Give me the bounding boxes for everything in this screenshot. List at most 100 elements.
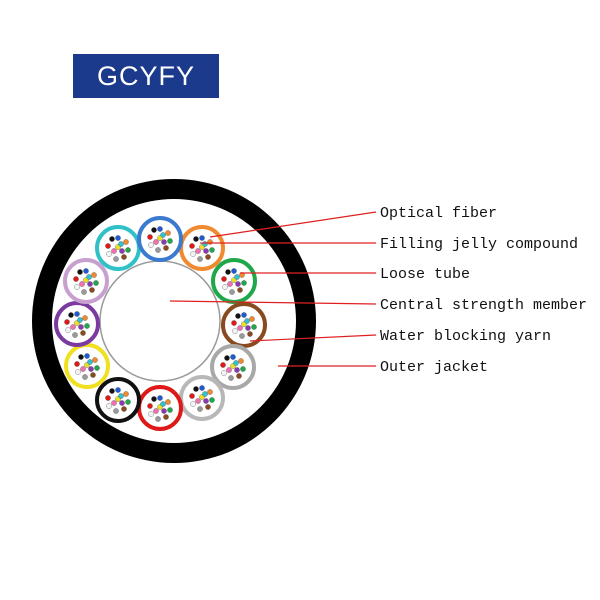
optical-fiber: [227, 281, 233, 287]
optical-fiber: [207, 389, 213, 395]
optical-fiber: [91, 272, 97, 278]
optical-fiber: [82, 374, 88, 380]
optical-fiber: [224, 355, 230, 361]
optical-fiber: [221, 370, 227, 376]
optical-fiber: [92, 357, 98, 363]
optical-fiber: [207, 239, 213, 245]
optical-fiber: [202, 241, 208, 247]
optical-fiber: [205, 404, 211, 410]
optical-fiber: [125, 399, 131, 405]
loose-tube: [221, 302, 267, 348]
leader-line-central-strength-member: [169, 300, 377, 305]
optical-fiber: [209, 247, 215, 253]
callout-label-outer-jacket: Outer jacket: [380, 359, 488, 376]
optical-fiber: [236, 373, 242, 379]
optical-fiber: [193, 236, 199, 242]
optical-fiber: [161, 239, 167, 245]
optical-fiber: [220, 362, 226, 368]
optical-fiber: [118, 241, 124, 247]
optical-fiber: [155, 416, 161, 422]
optical-fiber: [88, 366, 94, 372]
loose-tube: [211, 258, 257, 304]
optical-fiber: [115, 387, 121, 393]
optical-fiber: [189, 393, 195, 399]
optical-fiber: [235, 313, 241, 319]
optical-fiber: [121, 254, 127, 260]
optical-fiber: [160, 232, 166, 238]
loose-tube: [95, 225, 141, 271]
optical-fiber: [240, 366, 246, 372]
optical-fiber: [87, 359, 93, 365]
optical-fiber: [197, 406, 203, 412]
optical-fiber: [197, 256, 203, 262]
optical-fiber: [119, 400, 125, 406]
optical-fiber: [111, 248, 117, 254]
optical-fiber: [90, 372, 96, 378]
optical-fiber: [245, 325, 251, 331]
optical-fiber: [106, 403, 112, 409]
optical-fiber: [238, 358, 244, 364]
optical-fiber: [148, 242, 154, 248]
optical-fiber: [73, 276, 79, 282]
optical-fiber: [233, 360, 239, 366]
optical-fiber: [167, 407, 173, 413]
optical-fiber: [239, 333, 245, 339]
optical-fiber: [118, 393, 124, 399]
optical-fiber: [105, 395, 111, 401]
optical-fiber: [84, 353, 90, 359]
optical-fiber: [244, 318, 250, 324]
optical-fiber: [222, 284, 228, 290]
optical-fiber: [241, 280, 247, 286]
optical-fiber: [203, 248, 209, 254]
optical-fiber: [199, 235, 205, 241]
callout-label-water-blocking-yarn: Water blocking yarn: [380, 328, 551, 345]
optical-fiber: [195, 248, 201, 254]
optical-fiber: [68, 312, 74, 318]
optical-fiber: [77, 269, 83, 275]
optical-fiber: [237, 325, 243, 331]
optical-fiber: [163, 245, 169, 251]
optical-fiber: [147, 234, 153, 240]
optical-fiber: [241, 312, 247, 318]
optical-fiber: [109, 388, 115, 394]
optical-fiber: [190, 401, 196, 407]
optical-fiber: [202, 391, 208, 397]
optical-fiber: [75, 369, 81, 375]
optical-fiber: [74, 361, 80, 367]
optical-fiber: [77, 317, 83, 323]
optical-fiber: [247, 331, 253, 337]
optical-fiber: [121, 406, 127, 412]
optical-fiber: [78, 354, 84, 360]
optical-fiber: [153, 408, 159, 414]
optical-fiber: [147, 403, 153, 409]
optical-fiber: [93, 280, 99, 286]
optical-fiber: [80, 330, 86, 336]
callout-label-filling-jelly-compound: Filling jelly compound: [380, 236, 578, 253]
optical-fiber: [80, 366, 86, 372]
optical-fiber: [205, 254, 211, 260]
optical-fiber: [119, 248, 125, 254]
optical-fiber: [70, 324, 76, 330]
optical-fiber: [89, 287, 95, 293]
optical-fiber: [155, 247, 161, 253]
optical-fiber: [109, 236, 115, 242]
optical-fiber: [199, 385, 205, 391]
optical-fiber: [82, 315, 88, 321]
cable-type-title: GCYFY: [73, 54, 219, 98]
leader-line-optical-fiber: [209, 211, 377, 238]
optical-fiber: [123, 239, 129, 245]
central-strength-member: [99, 260, 221, 382]
optical-fiber: [160, 401, 166, 407]
optical-fiber: [87, 281, 93, 287]
optical-fiber: [232, 328, 238, 334]
optical-fiber: [221, 276, 227, 282]
leader-line-water-blocking-yarn: [249, 334, 377, 342]
optical-fiber: [193, 386, 199, 392]
optical-fiber: [161, 408, 167, 414]
callout-label-loose-tube: Loose tube: [380, 266, 470, 283]
optical-fiber: [203, 398, 209, 404]
optical-fiber: [78, 324, 84, 330]
optical-fiber: [163, 414, 169, 420]
optical-fiber: [190, 251, 196, 257]
